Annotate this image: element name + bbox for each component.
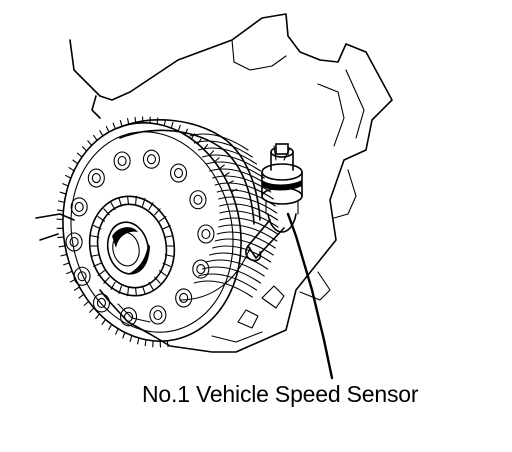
transaxle-housing	[35, 13, 393, 353]
speed-sensor-label: No.1 Vehicle Speed Sensor	[142, 381, 419, 407]
ring-gear-bolts	[65, 149, 215, 327]
differential-hub	[88, 195, 176, 297]
vehicle-speed-sensor	[245, 143, 303, 262]
callout-leader-line	[286, 212, 334, 380]
